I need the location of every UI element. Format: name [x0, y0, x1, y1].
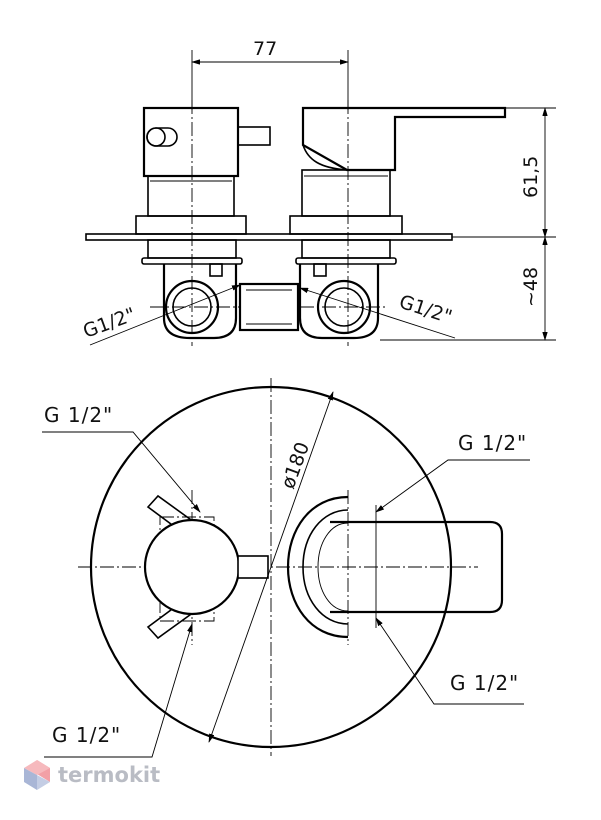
front-view: ø180 G 1/2" G 1/2" G 1/2" G 1/2"	[42, 378, 530, 758]
connector-pipe	[238, 282, 300, 332]
label-right-port: G1/2"	[396, 291, 454, 329]
termokit-logo-icon	[24, 760, 50, 790]
cross-handle	[143, 494, 269, 640]
dimension-width: 77	[253, 38, 277, 60]
label-bottom-left: G 1/2"	[52, 723, 121, 747]
label-bottom-right: G 1/2"	[450, 671, 519, 695]
dimension-height-lower: ~48	[520, 267, 542, 307]
wall-plate	[85, 233, 453, 241]
side-view: 77 61,5 ~48 G1/2" G1/2"	[80, 38, 556, 346]
dimension-diameter: ø180	[277, 439, 314, 492]
label-top-right: G 1/2"	[458, 431, 527, 455]
watermark: termokit	[24, 760, 160, 790]
watermark-text: termokit	[58, 763, 160, 787]
right-lever	[289, 106, 507, 265]
dimension-height-upper: 61,5	[520, 156, 542, 198]
label-top-left: G 1/2"	[44, 403, 113, 427]
